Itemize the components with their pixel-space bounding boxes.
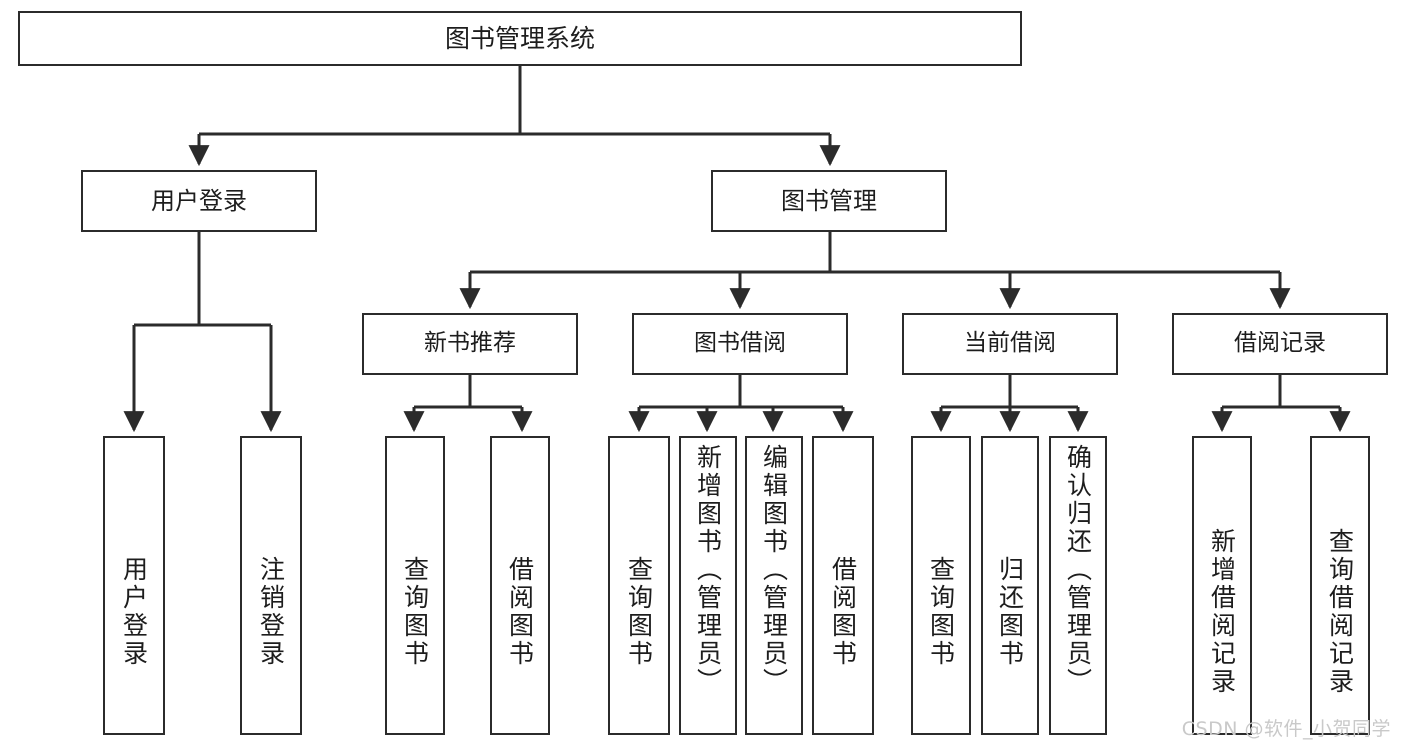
leaf-borrow-edit-book[interactable]: 编辑图书（管理员） xyxy=(745,436,803,735)
node-user-login[interactable]: 用户登录 xyxy=(81,170,317,232)
leaf-recommend-borrow-book[interactable]: 借阅图书 xyxy=(490,436,550,735)
node-label: 新增借阅记录 xyxy=(1207,528,1237,696)
watermark-text: CSDN @软件_小贺同学 xyxy=(1181,718,1391,740)
node-borrow-records[interactable]: 借阅记录 xyxy=(1172,313,1388,375)
node-label: 借阅图书 xyxy=(828,556,858,668)
node-root-system[interactable]: 图书管理系统 xyxy=(18,11,1022,66)
leaf-current-return-book[interactable]: 归还图书 xyxy=(981,436,1039,735)
node-book-management[interactable]: 图书管理 xyxy=(711,170,947,232)
node-label: 确认归还（管理员） xyxy=(1063,444,1093,696)
node-label: 新书推荐 xyxy=(424,330,516,357)
node-label: 图书借阅 xyxy=(694,330,786,357)
leaf-current-confirm-return[interactable]: 确认归还（管理员） xyxy=(1049,436,1107,735)
leaf-records-query-record[interactable]: 查询借阅记录 xyxy=(1310,436,1370,735)
node-label: 借阅记录 xyxy=(1234,330,1326,357)
node-label: 查询图书 xyxy=(624,556,654,668)
node-label: 用户登录 xyxy=(151,186,247,215)
leaf-recommend-query-book[interactable]: 查询图书 xyxy=(385,436,445,735)
node-label: 归还图书 xyxy=(995,556,1025,668)
leaf-borrow-borrow-book[interactable]: 借阅图书 xyxy=(812,436,874,735)
leaf-borrow-add-book[interactable]: 新增图书（管理员） xyxy=(679,436,737,735)
node-label: 用户登录 xyxy=(119,556,149,668)
node-current-borrow[interactable]: 当前借阅 xyxy=(902,313,1118,375)
node-label: 编辑图书（管理员） xyxy=(759,444,789,696)
leaf-records-add-record[interactable]: 新增借阅记录 xyxy=(1192,436,1252,735)
leaf-current-query-book[interactable]: 查询图书 xyxy=(911,436,971,735)
node-label: 注销登录 xyxy=(256,556,286,668)
leaf-borrow-query-book[interactable]: 查询图书 xyxy=(608,436,670,735)
node-label: 查询借阅记录 xyxy=(1325,528,1355,696)
node-label: 查询图书 xyxy=(400,556,430,668)
node-label: 图书管理 xyxy=(781,186,877,215)
leaf-user-login-login[interactable]: 用户登录 xyxy=(103,436,165,735)
node-new-book-recommend[interactable]: 新书推荐 xyxy=(362,313,578,375)
node-label: 借阅图书 xyxy=(505,556,535,668)
node-label: 图书管理系统 xyxy=(444,23,595,53)
node-label: 查询图书 xyxy=(926,556,956,668)
node-book-borrow[interactable]: 图书借阅 xyxy=(632,313,848,375)
node-label: 新增图书（管理员） xyxy=(693,444,723,696)
node-label: 当前借阅 xyxy=(964,330,1056,357)
leaf-user-login-logout[interactable]: 注销登录 xyxy=(240,436,302,735)
